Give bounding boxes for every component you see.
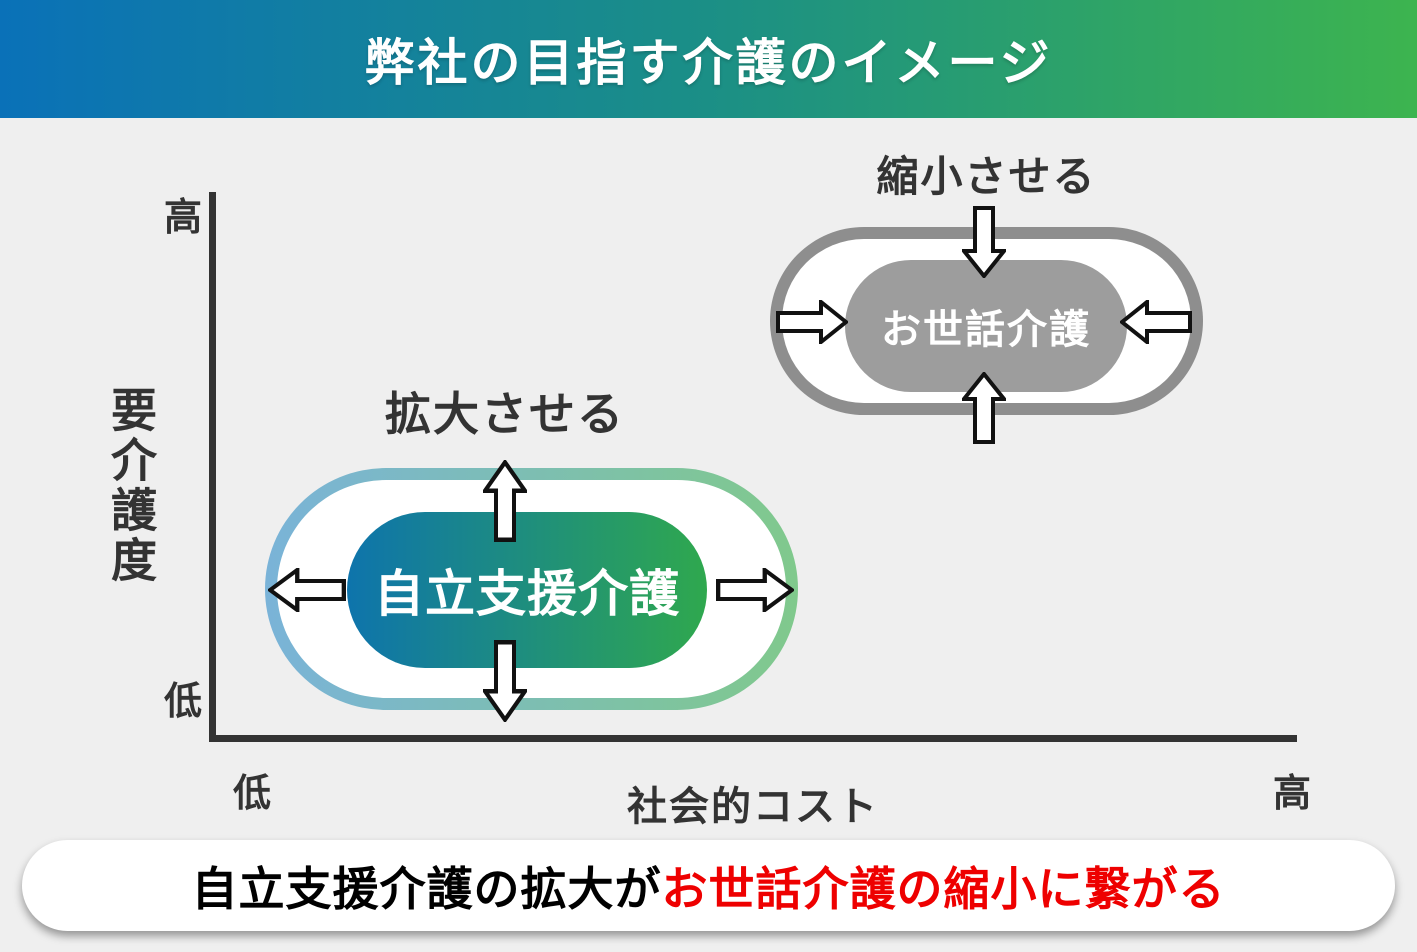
x-axis-title: 社会的コスト [627,785,879,829]
conclusion-text-red: お世話介護の縮小に繋がる [661,862,1226,915]
x-axis-low-label: 低 [232,773,271,815]
outward-arrow-left-icon [268,568,346,612]
y-axis-low-label: 低 [163,681,202,723]
x-axis-high-label: 高 [1272,773,1311,815]
outward-arrow-up-icon [483,460,527,542]
care-expand-label: 自立支援介護 [374,566,680,622]
conclusion-text: 自立支援介護の拡大がお世話介護の縮小に繋がる [192,853,1226,919]
x-axis-line [209,735,1297,742]
care-shrink-capsule: お世話介護 [845,260,1127,392]
header-band: 弊社の目指す介護のイメージ [0,0,1417,118]
y-axis-line [209,192,216,742]
inward-arrow-top-icon [962,206,1006,278]
y-axis-title: 要介護度 [105,386,157,586]
conclusion-text-black: 自立支援介護の拡大が [191,862,662,915]
outward-arrow-down-icon [483,640,527,722]
care-shrink-label: お世話介護 [881,308,1091,352]
inward-arrow-left-icon [776,300,848,344]
inward-arrow-bottom-icon [962,372,1006,444]
y-axis-high-label: 高 [163,197,202,239]
outward-arrow-right-icon [716,568,794,612]
care-expand-capsule: 自立支援介護 [347,512,707,668]
shrink-action-label: 縮小させる [876,153,1097,200]
inward-arrow-right-icon [1120,300,1192,344]
conclusion-banner: 自立支援介護の拡大がお世話介護の縮小に繋がる [22,840,1395,931]
page-title: 弊社の目指す介護のイメージ [364,35,1053,91]
expand-action-label: 拡大させる [385,388,625,440]
